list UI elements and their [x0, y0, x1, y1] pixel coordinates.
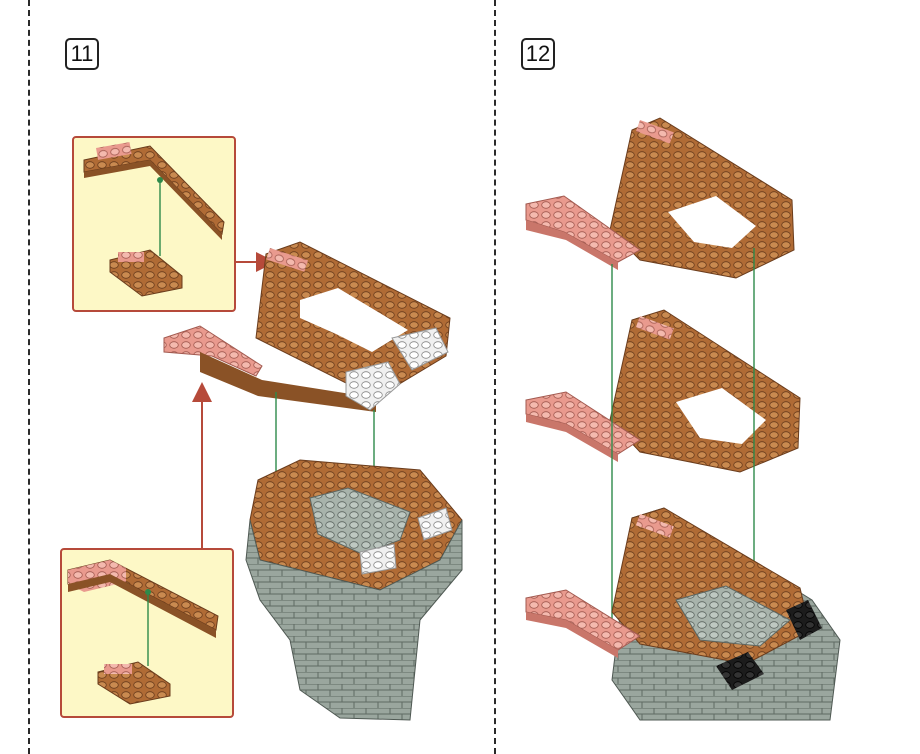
step12-body-model	[525, 507, 841, 721]
step11-frame-layer	[163, 241, 451, 412]
callout-bottom-parts	[67, 559, 219, 705]
step12-layer-middle	[525, 309, 801, 473]
step-number-12: 12	[521, 38, 555, 70]
callout-top-parts	[83, 142, 225, 297]
step-divider-dashed-line	[494, 0, 496, 754]
step-number-11: 11	[65, 38, 99, 70]
step11-body-model	[245, 459, 463, 721]
page-edge-dashed-line	[28, 0, 30, 754]
step12-layer-top	[525, 117, 795, 279]
